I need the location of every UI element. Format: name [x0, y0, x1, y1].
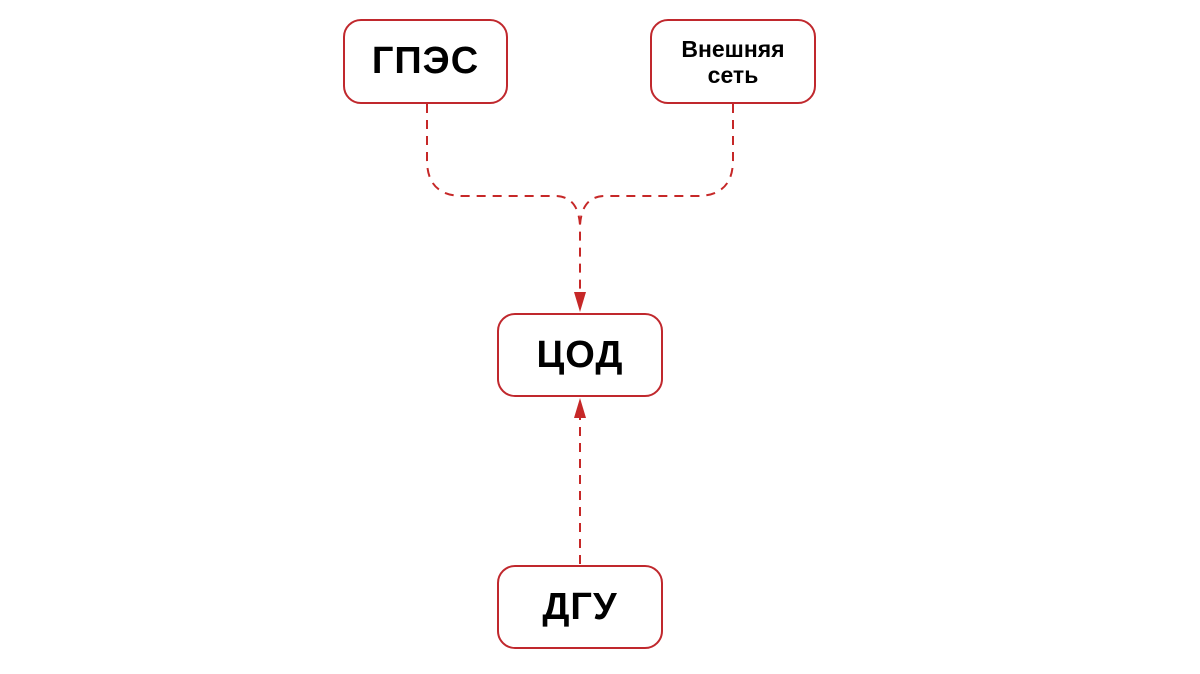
arrowhead-into-dc-bottom: [574, 398, 586, 418]
connector-gpes-to-dc: [426, 104, 581, 292]
node-dgu-label: ДГУ: [542, 585, 618, 628]
node-external-network: Внешняя сеть: [650, 19, 816, 104]
node-external-label-line1: Внешняя: [681, 35, 785, 62]
node-external-label-line2: сеть: [707, 61, 759, 88]
node-dgu: ДГУ: [497, 565, 663, 649]
node-gpes-label: ГПЭС: [371, 40, 480, 82]
node-dc-label: ЦОД: [536, 333, 624, 376]
arrowhead-into-dc-top: [574, 292, 586, 312]
connector-external-to-dc: [579, 104, 734, 226]
node-data-center: ЦОД: [497, 313, 663, 397]
node-gpes: ГПЭС: [343, 19, 508, 104]
